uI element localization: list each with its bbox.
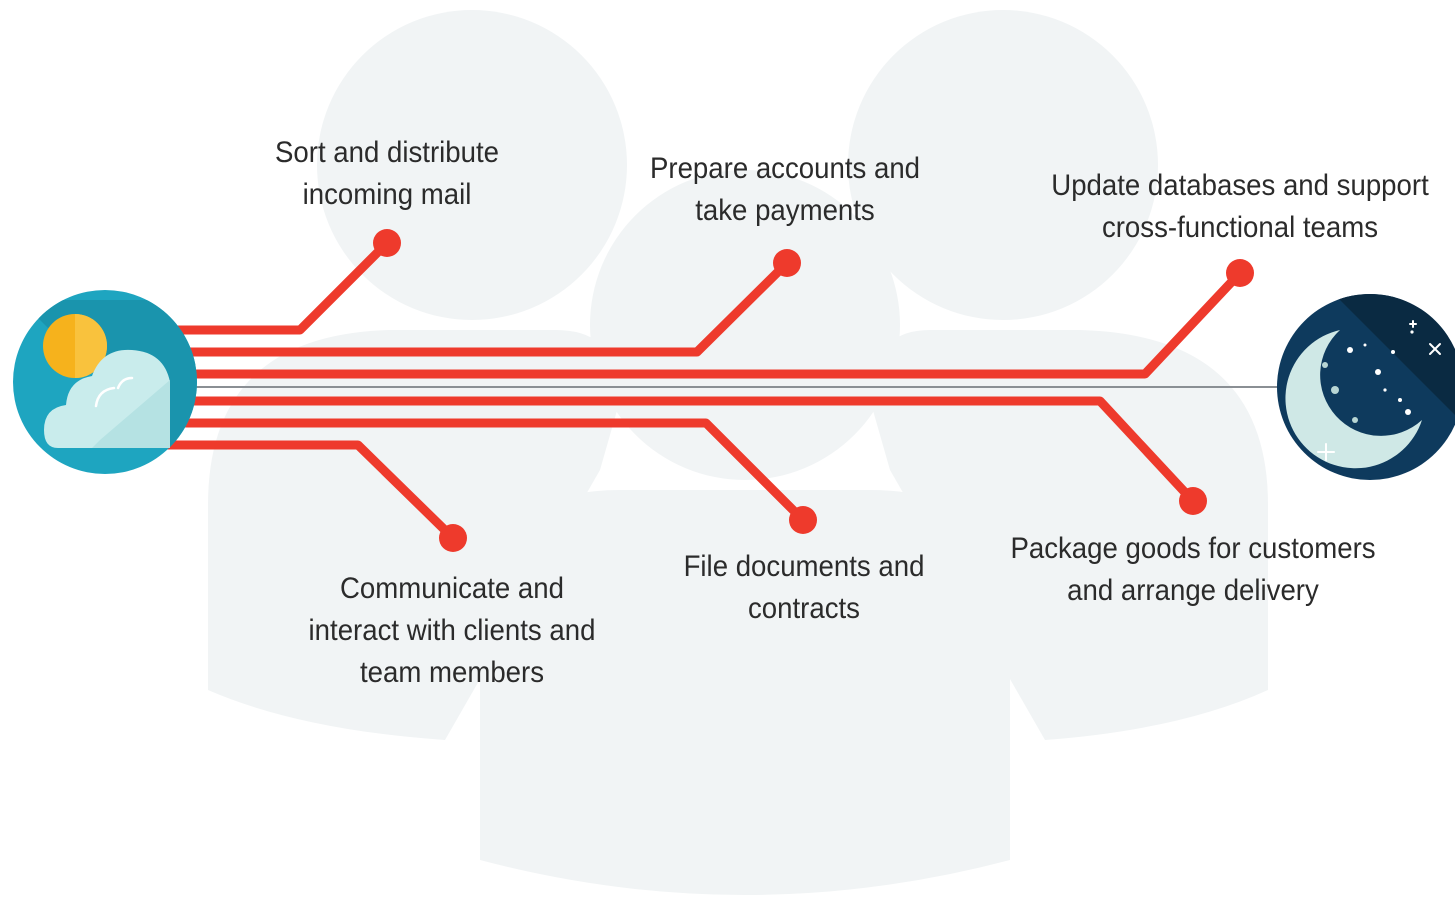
- person-right-head: [848, 10, 1158, 320]
- task-label-accounts: Prepare accounts and take payments: [629, 148, 942, 232]
- dot-documents: [789, 506, 817, 534]
- connector-communicate: [155, 440, 458, 543]
- dot-communicate: [439, 524, 467, 552]
- task-label-line: team members: [359, 656, 545, 689]
- dot-accounts: [773, 249, 801, 277]
- task-connector-lines: [155, 238, 1245, 543]
- task-label-line: take payments: [695, 194, 875, 227]
- person-center-body: [480, 490, 1010, 895]
- task-label-databases: Update databases and support cross-funct…: [1038, 165, 1443, 249]
- connector-mail: [155, 238, 392, 335]
- task-label-line: contracts: [748, 592, 860, 625]
- task-label-line: Update databases and support: [1051, 169, 1429, 202]
- connector-accounts: [155, 258, 792, 357]
- task-label-documents: File documents and contracts: [657, 546, 951, 630]
- task-label-line: interact with clients and: [308, 614, 596, 647]
- task-label-line: cross-functional teams: [1101, 211, 1379, 244]
- dot-package: [1179, 487, 1207, 515]
- dot-databases: [1226, 259, 1254, 287]
- task-label-mail: Sort and distribute incoming mail: [249, 132, 525, 216]
- task-label-line: Communicate and: [340, 572, 564, 605]
- task-label-line: Prepare accounts and: [649, 152, 921, 185]
- connector-databases: [155, 268, 1245, 379]
- task-label-line: File documents and: [683, 550, 925, 583]
- person-right-body: [870, 330, 1268, 740]
- task-label-line: incoming mail: [302, 178, 472, 211]
- task-endpoint-dots: [373, 229, 1254, 552]
- task-label-line: Sort and distribute: [274, 136, 499, 169]
- moon-stars-icon: [1277, 294, 1455, 480]
- task-label-line: and arrange delivery: [1067, 574, 1319, 607]
- task-label-communicate: Communicate and interact with clients an…: [277, 568, 627, 694]
- connector-documents: [155, 418, 808, 525]
- task-label-line: Package goods for customers: [1010, 532, 1376, 565]
- connector-package: [155, 396, 1198, 506]
- dot-mail: [373, 229, 401, 257]
- person-left-body: [208, 330, 620, 740]
- sun-cloud-icon: [13, 290, 197, 474]
- task-label-package: Package goods for customers and arrange …: [995, 528, 1391, 612]
